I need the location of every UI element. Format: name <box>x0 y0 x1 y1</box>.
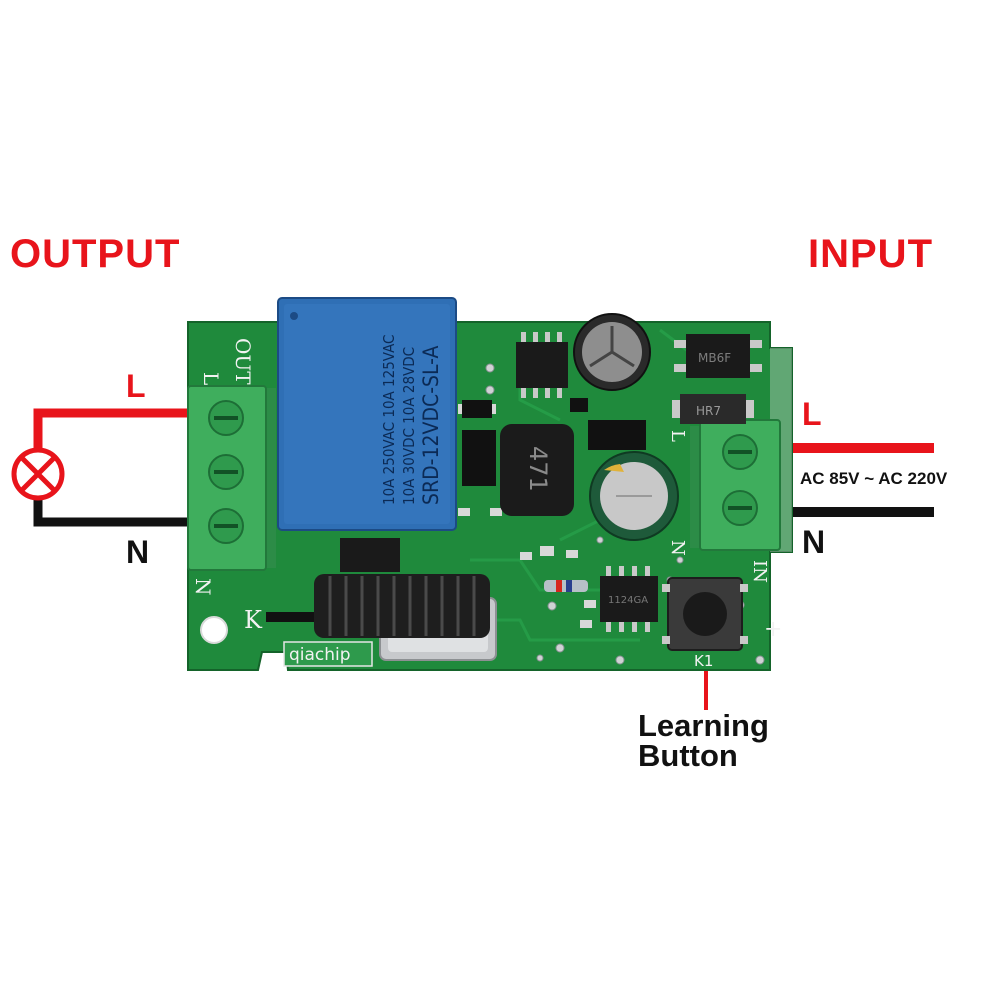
silk-left-l: L <box>199 372 223 385</box>
silk-plus-mark: + <box>764 617 782 642</box>
lamp-icon <box>11 447 65 501</box>
silk-out-label: OUT <box>231 338 255 385</box>
input-wiring <box>780 443 934 517</box>
learning-button-label-line2: Button <box>638 738 738 773</box>
relay-model: SRD-12VDC-SL-A <box>419 345 443 505</box>
output-live-label: L <box>126 368 146 404</box>
bridge-mark: MB6F <box>698 351 731 365</box>
ic-mark: 1124GA <box>608 595 648 606</box>
small-electrolytic-capacitor <box>573 313 651 391</box>
terminal-screw <box>722 434 758 470</box>
relay-rating-line-1: 10A 250VAC 10A 125VAC <box>380 335 398 505</box>
input-title: INPUT <box>808 232 933 276</box>
mounting-hole <box>200 616 228 644</box>
learning-push-button[interactable] <box>662 577 748 651</box>
input-neutral-label: N <box>802 524 826 560</box>
terminal-screw <box>208 508 244 544</box>
brand-text: qiachip <box>289 645 351 665</box>
silk-button-ref: K1 <box>694 652 713 670</box>
inductor-code: 471 <box>524 446 552 492</box>
silk-in-label: IN <box>749 560 770 583</box>
silk-right-l: L <box>667 430 688 442</box>
diode-mark: HR7 <box>696 404 721 418</box>
relay-rating-line-2: 10A 30VDC 10A 28VDC <box>400 347 418 505</box>
silk-k-mark: K <box>244 606 263 634</box>
output-wiring <box>11 408 188 527</box>
silk-left-n: N <box>191 578 215 596</box>
diode: HR7 <box>672 394 754 424</box>
output-live-wire <box>33 408 188 448</box>
inductor: 471 <box>500 424 574 516</box>
terminal-screw <box>208 400 244 436</box>
output-neutral-wire <box>33 500 188 527</box>
output-terminal-block <box>187 385 276 571</box>
large-electrolytic-capacitor <box>589 451 679 541</box>
ic-bottom: 1124GA <box>600 566 658 632</box>
relay: 10A 250VAC 10A 125VAC 10A 30VDC 10A 28VD… <box>277 297 457 531</box>
learning-button-label-line1: Learning <box>638 708 769 743</box>
input-terminal-block <box>690 419 781 551</box>
antenna-coil <box>266 574 490 638</box>
brand-logo: qiachip <box>283 641 373 667</box>
terminal-screw <box>208 454 244 490</box>
input-voltage-label: AC 85V ~ AC 220V <box>800 469 948 488</box>
terminal-screw <box>722 490 758 526</box>
ic-top <box>516 332 568 398</box>
bridge-rectifier: MB6F <box>674 334 762 378</box>
output-title: OUTPUT <box>10 232 181 276</box>
pcb-board: 10A 250VAC 10A 125VAC 10A 30VDC 10A 28VD… <box>187 297 793 671</box>
silk-right-n: N <box>667 540 688 556</box>
output-neutral-label: N <box>126 534 150 570</box>
small-diode <box>544 580 588 592</box>
input-live-label: L <box>802 396 822 432</box>
